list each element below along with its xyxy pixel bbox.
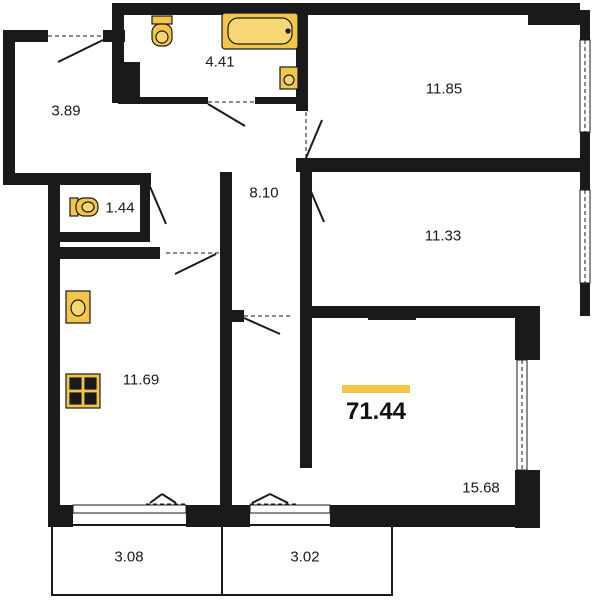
room-area-kitchen: 11.69 — [122, 371, 160, 389]
fixtures — [65, 12, 299, 409]
toilet-icon — [69, 197, 99, 217]
wall — [296, 3, 308, 111]
door-living-room — [243, 317, 281, 335]
toilet-icon — [151, 15, 173, 47]
wall — [112, 3, 124, 103]
windows — [72, 39, 591, 514]
wall — [3, 30, 15, 185]
wall — [226, 310, 244, 322]
room-area-corridor: 8.10 — [249, 184, 279, 202]
total-area: 71.44 — [345, 398, 407, 425]
wall — [220, 172, 232, 522]
wall — [300, 158, 312, 468]
wall — [58, 232, 150, 242]
door-bathroom — [207, 103, 246, 127]
wall — [580, 132, 590, 190]
room-area-bedroom-2: 11.33 — [424, 227, 462, 245]
sink-icon — [279, 66, 299, 90]
walls — [3, 3, 590, 528]
wall — [368, 312, 416, 320]
wall — [48, 505, 73, 527]
wall — [515, 310, 540, 360]
window-living — [249, 504, 331, 514]
room-area-bathroom: 4.41 — [205, 53, 235, 71]
sink-icon — [65, 290, 91, 324]
room-area-toilet: 1.44 — [105, 199, 135, 217]
wall — [220, 505, 250, 527]
stove-icon — [65, 373, 101, 409]
balcony-2-outline — [221, 524, 393, 596]
balcony-outlines — [51, 524, 393, 596]
wall — [296, 158, 581, 172]
wall — [308, 306, 540, 318]
room-area-living-room: 15.68 — [462, 479, 500, 497]
wall — [3, 173, 151, 185]
wall — [220, 247, 230, 259]
wall — [48, 175, 60, 525]
door-bedroom-2 — [305, 179, 325, 223]
door-bedroom-1 — [305, 119, 323, 159]
wall — [112, 3, 307, 15]
accent-bar — [342, 385, 410, 393]
wall — [330, 505, 540, 527]
door-kitchen — [174, 253, 217, 275]
room-area-balcony-1: 3.08 — [114, 548, 144, 566]
wall — [580, 10, 590, 40]
wall — [308, 3, 530, 15]
wall — [124, 62, 140, 102]
door-balcony-2 — [251, 493, 271, 504]
door-toilet — [147, 181, 167, 225]
door-entrance — [57, 39, 104, 63]
wall — [255, 97, 305, 104]
wall — [528, 3, 580, 25]
doors — [48, 35, 325, 505]
wall — [118, 97, 208, 104]
wall — [60, 247, 160, 259]
room-area-hallway: 3.89 — [51, 102, 81, 120]
door-balcony-1 — [149, 493, 163, 504]
bathtub-icon — [221, 12, 299, 50]
wall — [140, 180, 150, 242]
wall — [3, 30, 48, 42]
wall — [580, 283, 590, 316]
room-area-balcony-2: 3.02 — [290, 548, 320, 566]
room-area-bedroom-1: 11.85 — [425, 80, 463, 98]
window-kitchen — [72, 504, 187, 514]
